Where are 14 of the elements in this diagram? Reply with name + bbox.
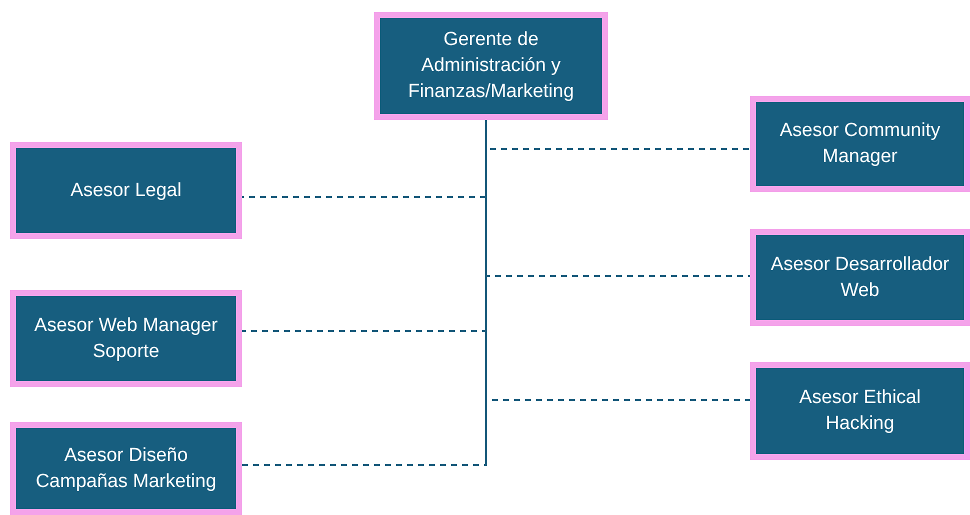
role-box [750,96,970,192]
role-title: Asesor Desarrollador Web [770,252,950,302]
role-title: Gerente de Administración y Finanzas/Marketing [407,28,575,104]
role-box [10,290,242,387]
role-title: Asesor Legal [70,178,182,202]
role-title: Asesor Community Manager [778,119,942,169]
role-title: Asesor Ethical Hacking [798,386,922,436]
role-title: Asesor Web Manager Soporte [33,314,219,364]
role-box [750,362,970,460]
role-box [374,12,608,120]
role-box [10,142,242,239]
role-box [750,229,970,326]
role-box [10,422,242,515]
role-title: Asesor Diseño Campañas Marketing [34,444,218,494]
